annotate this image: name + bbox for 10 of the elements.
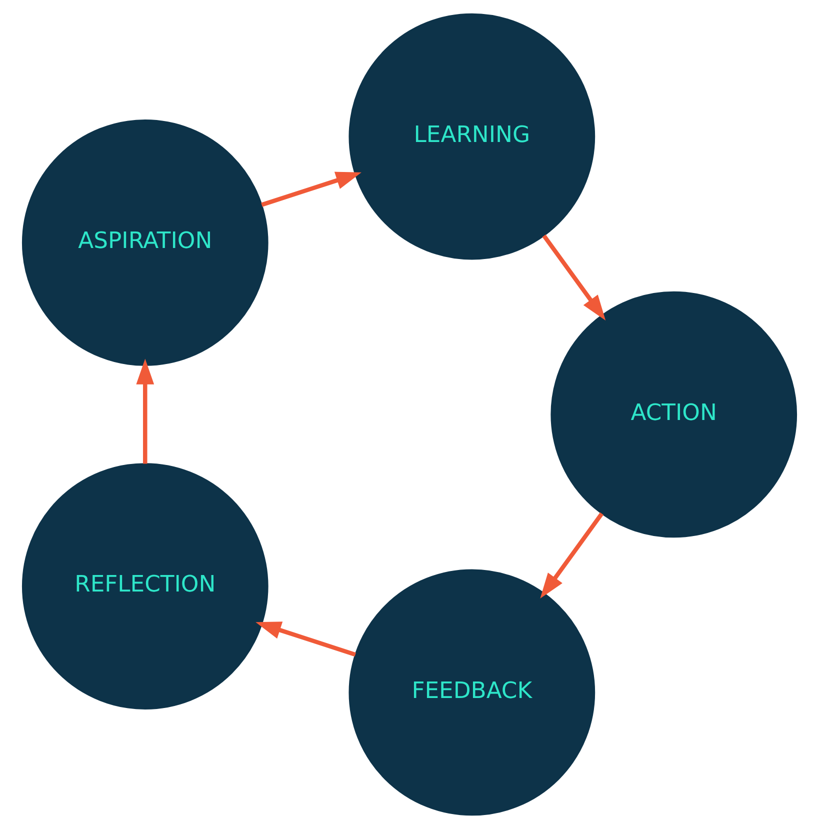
node-circle: REFLECTION	[22, 463, 268, 710]
node-circle: LEARNING	[348, 13, 596, 260]
arrow	[136, 358, 154, 464]
arrow	[261, 172, 362, 207]
arrow	[540, 512, 604, 599]
node-circle: ACTION	[550, 291, 798, 538]
node-circle: FEEDBACK	[348, 569, 596, 816]
arrow	[542, 234, 606, 321]
node-circle: ASPIRATION	[22, 120, 268, 366]
arrow	[256, 622, 356, 657]
